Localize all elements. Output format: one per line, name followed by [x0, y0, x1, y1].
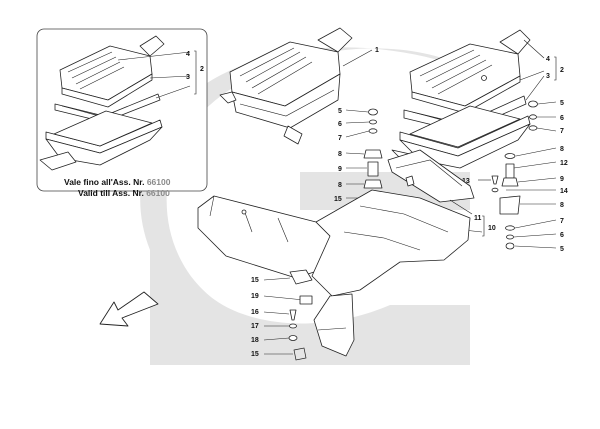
right-airbox-cover — [409, 29, 531, 114]
callout-16: 16 — [251, 309, 259, 316]
callout-5-right-bottom: 5 — [560, 246, 564, 253]
left-airbox-assembly: 1 — [219, 27, 379, 145]
callout-4: 4 — [546, 56, 550, 63]
callout-15-center: 15 — [334, 196, 342, 203]
inset-callout-2: 2 — [200, 66, 204, 73]
callout-8-right-b: 8 — [560, 202, 564, 209]
inset-airbox-cover — [59, 35, 165, 108]
forward-direction-arrow — [99, 291, 159, 327]
callout-9-right: 9 — [560, 176, 564, 183]
callout-8-center-b: 8 — [338, 182, 342, 189]
callout-6-right-bottom: 6 — [560, 232, 564, 239]
callout-6-center: 6 — [338, 121, 342, 128]
callout-7-right-bottom: 7 — [560, 218, 564, 225]
inset-airbox-base — [39, 110, 163, 171]
callout-6-right-top: 6 — [560, 115, 564, 122]
right-fasteners: 5 6 7 8 12 9 13 14 8 — [462, 100, 568, 253]
callout-17: 17 — [251, 323, 259, 330]
intake-duct — [197, 189, 471, 357]
callout-9-center: 9 — [338, 166, 342, 173]
inset-callout-4: 4 — [186, 51, 190, 58]
callout-12: 12 — [560, 160, 568, 167]
callout-10: 10 — [488, 225, 496, 232]
callout-18: 18 — [251, 337, 259, 344]
callout-7-right-top: 7 — [560, 128, 564, 135]
callout-5-center: 5 — [338, 108, 342, 115]
lower-fasteners: 15 19 16 17 18 15 — [251, 277, 313, 361]
callout-7-center: 7 — [338, 135, 342, 142]
inset-caption-english: Valid till Ass. Nr. 66100 — [78, 188, 170, 198]
inset-panel: 4 3 2 Vale fino all'Ass. Nr. 66100 Valid… — [36, 28, 208, 198]
callout-14: 14 — [560, 188, 568, 195]
callout-8-center-a: 8 — [338, 151, 342, 158]
callout-19: 19 — [251, 293, 259, 300]
inset-callout-3: 3 — [186, 74, 190, 81]
inset-caption-italian: Vale fino all'Ass. Nr. 66100 — [64, 177, 171, 187]
callout-15-lower: 15 — [251, 351, 259, 358]
callout-1: 1 — [375, 47, 379, 54]
callout-15-upper: 15 — [251, 277, 259, 284]
callout-3: 3 — [546, 73, 550, 80]
right-callouts: 4 3 2 — [519, 39, 564, 101]
callout-13: 13 — [462, 178, 470, 185]
callout-11: 11 — [474, 215, 482, 222]
callout-8-right-a: 8 — [560, 146, 564, 153]
callout-5-right-top: 5 — [560, 100, 564, 107]
callout-2: 2 — [560, 67, 564, 74]
